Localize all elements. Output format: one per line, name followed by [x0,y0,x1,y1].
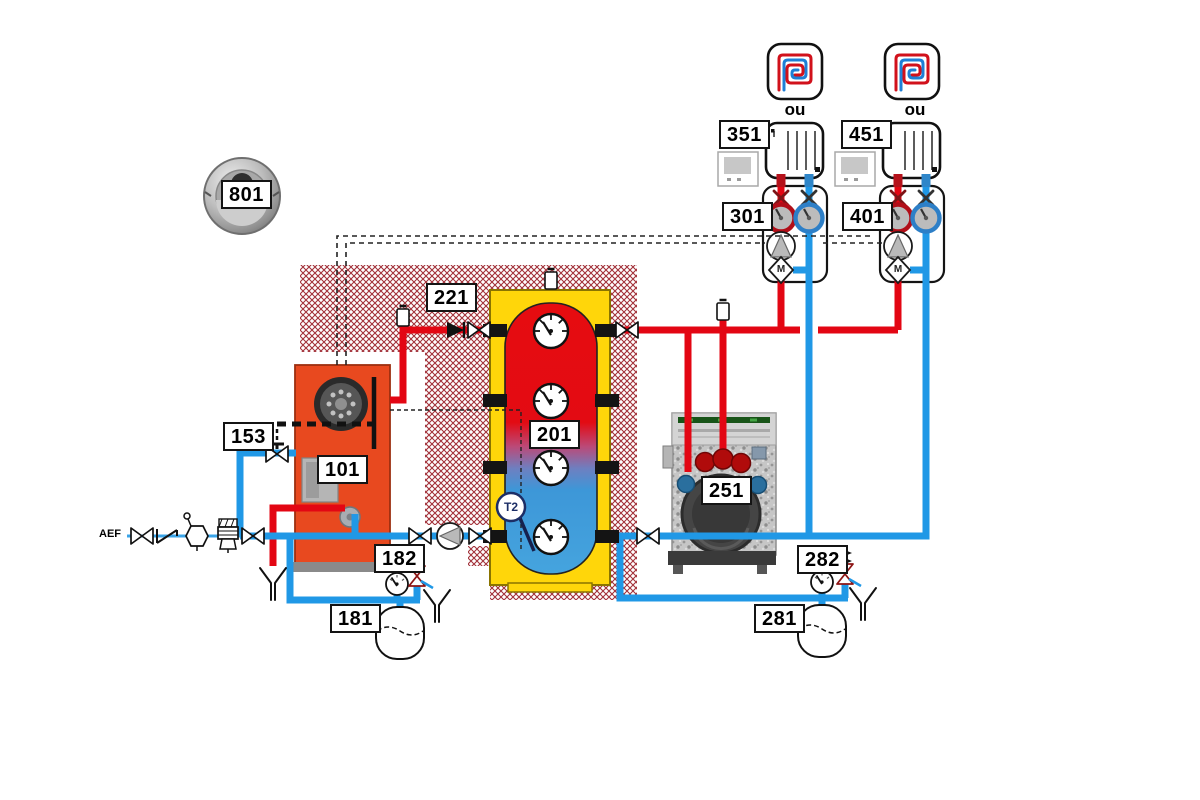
tag-351-circuit1: 351 [719,120,770,149]
shutoff-valve-icon [468,527,492,545]
thermometer-dial-icon [532,518,570,556]
thermometer-dial-icon [532,382,570,420]
shutoff-valve-icon [408,527,432,545]
tag-801-regulator: 801 [221,180,272,209]
shutoff-valve-icon [636,527,660,545]
shutoff-valve-icon [130,527,154,545]
tag-301-pump-group1: 301 [722,202,773,231]
pressure-reducer-icon [217,518,239,553]
or-label-circuit1: ou [784,100,806,119]
shutoff-valve-icon [241,527,265,545]
safety-equipment [259,545,877,660]
thermometer-dial-icon [532,312,570,350]
boiler-ports [676,448,768,495]
air-vent-icon [395,304,411,328]
tag-251-pellet-boiler: 251 [701,476,752,505]
backflow-preventer-icon [183,512,209,551]
air-vent-icon [543,267,559,291]
pressure-gauge-icon [385,572,409,596]
loading-pump-icon [436,522,464,550]
thermometer-dial-icon [532,449,570,487]
cold-water-inlet-label: AEF [99,528,121,540]
expansion-vessel-icon [375,606,425,660]
motor-label-circuit1: M [776,264,786,275]
tag-182-safety-group: 182 [374,544,425,573]
motor-label-circuit2: M [893,264,903,275]
expansion-vessel-icon [797,604,847,658]
tag-153-load-valve: 153 [223,422,274,451]
tank-sensor-label: T2 [503,500,518,514]
tag-101-log-boiler: 101 [317,455,368,484]
check-valve-icon [156,529,178,544]
tag-451-circuit2: 451 [841,120,892,149]
funnel-icon [849,587,877,621]
t2-sensor-icon [495,491,536,552]
pressure-gauge-icon [810,570,834,594]
fan-icon [314,377,368,431]
cold-water-fittings [130,512,265,553]
or-label-circuit2: ou [904,100,926,119]
funnel-icon [259,567,287,601]
tag-181-expansion-vessel: 181 [330,604,381,633]
tag-281-expansion-vessel: 281 [754,604,805,633]
tag-201-buffer-tank: 201 [529,420,580,449]
tag-401-pump-group2: 401 [842,202,893,231]
funnel-icon [423,589,451,623]
tag-221-tank-valve: 221 [426,283,477,312]
control-wiring-dashed [336,235,882,365]
air-vent-icon [715,298,731,322]
supply-pipes [269,318,898,566]
tag-282-safety-group: 282 [797,545,848,574]
tank-connection-stubs [483,324,619,543]
